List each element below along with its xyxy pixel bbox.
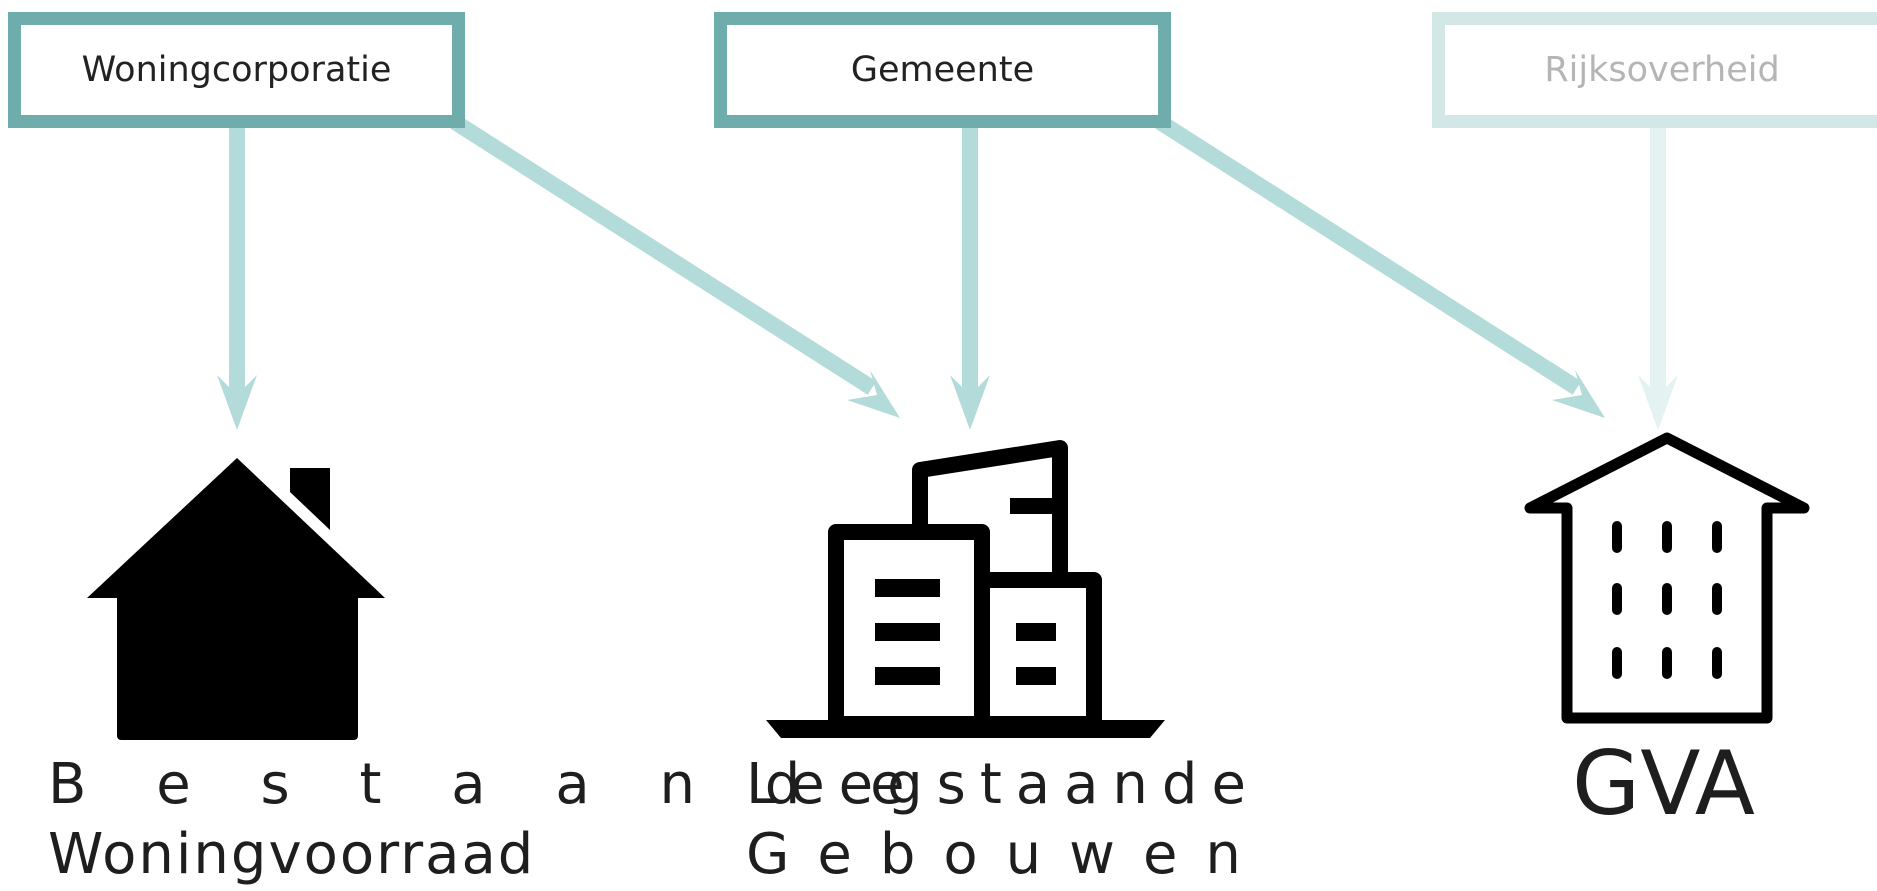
arrow-woning-to-leegstaande bbox=[450, 115, 900, 418]
target-label-bestaande-line1: B e s t a a n d e bbox=[48, 752, 931, 817]
target-label-leegstaande-line2: Gebouwen bbox=[746, 822, 1269, 887]
target-label-gva: GVA bbox=[1572, 732, 1755, 835]
gva-building-icon bbox=[1524, 432, 1810, 724]
actor-box-woningcorporatie: Woningcorporatie bbox=[8, 12, 465, 128]
target-label-leegstaande-line1: Leegstaande bbox=[746, 752, 1260, 817]
actor-label-woningcorporatie: Woningcorporatie bbox=[81, 50, 392, 90]
actor-label-gemeente: Gemeente bbox=[850, 50, 1035, 90]
arrow-rijk-to-gva bbox=[1638, 128, 1678, 430]
arrow-gemeente-to-leegstaande bbox=[950, 128, 990, 430]
buildings-icon bbox=[766, 440, 1165, 738]
target-label-bestaande-line2: Woningvoorraad bbox=[48, 822, 536, 887]
actor-label-rijksoverheid: Rijksoverheid bbox=[1544, 50, 1780, 90]
house-icon bbox=[87, 458, 385, 740]
arrow-woning-to-bestaande bbox=[217, 128, 257, 430]
actor-box-rijksoverheid: Rijksoverheid bbox=[1432, 12, 1877, 128]
actor-box-gemeente: Gemeente bbox=[714, 12, 1171, 128]
arrow-gemeente-to-gva bbox=[1155, 115, 1605, 418]
